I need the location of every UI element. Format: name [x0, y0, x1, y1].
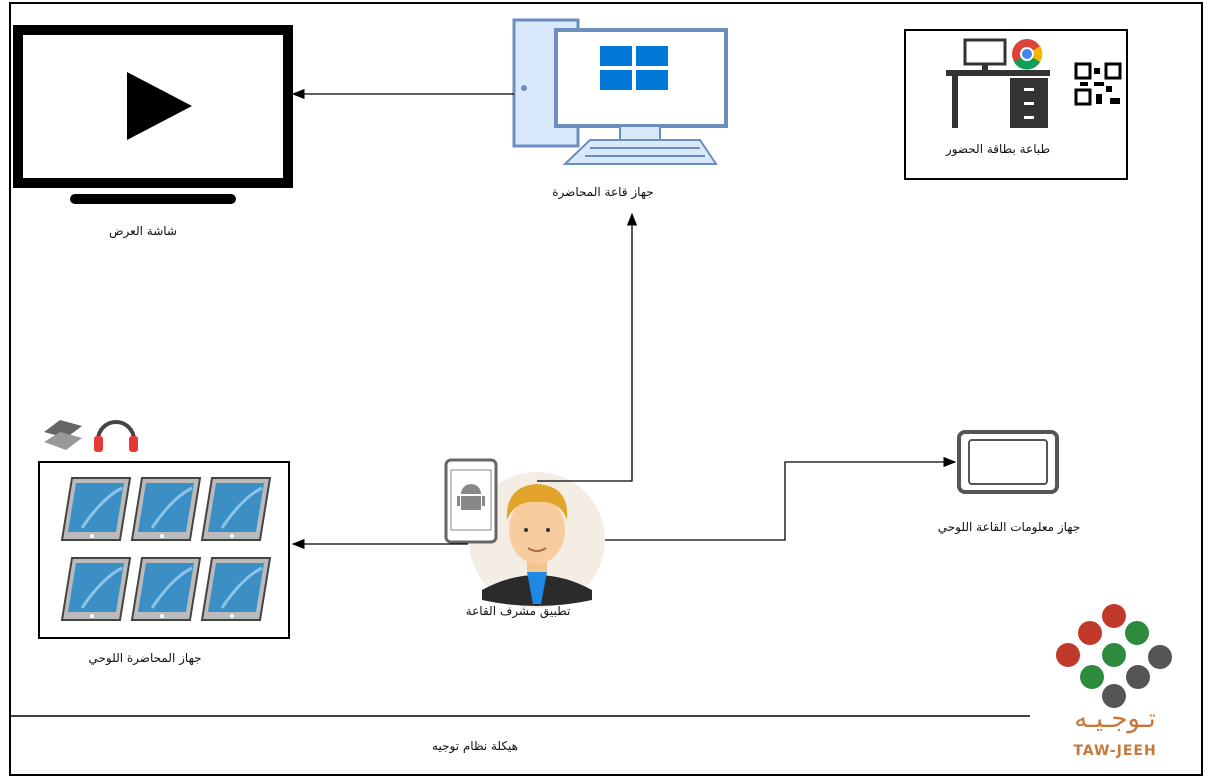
android-phone-icon	[444, 458, 498, 544]
arrow-supervisor-to-room-tablet	[605, 456, 957, 541]
attendance-printing-label: طباعة بطاقة الحضور	[945, 142, 1051, 156]
logo-dot	[1148, 645, 1172, 669]
logo-dot	[1102, 684, 1126, 708]
supervisor-app-label: تطبيق مشرف القاعة	[465, 604, 571, 618]
logo-dot	[1102, 643, 1126, 667]
tawjeeh-logo-icon	[1056, 604, 1172, 708]
headphones-icon	[94, 420, 138, 452]
logo-dot	[1126, 665, 1150, 689]
tablet-accessories-icon	[44, 420, 82, 450]
tablet-icon	[130, 557, 202, 621]
outer-frame	[9, 2, 1203, 776]
attendance-printing-box	[904, 29, 1128, 180]
logo-arabic-text: تـوجـيـه	[1074, 704, 1156, 734]
arrow-supervisor-to-pc	[537, 212, 638, 482]
logo-dot	[1080, 665, 1104, 689]
classroom-pc-icon	[512, 18, 728, 165]
tablet-icon	[60, 557, 132, 621]
logo-english-text: TAW-JEEH	[1073, 743, 1157, 759]
logo-dot	[1102, 604, 1126, 628]
logo-dot	[1078, 621, 1102, 645]
display-screen-label: شاشة العرض	[109, 224, 177, 238]
logo-dot	[1125, 621, 1149, 645]
room-info-tablet-icon	[957, 430, 1059, 494]
room-info-tablet-label: جهاز معلومات القاعة اللوحي	[937, 520, 1081, 534]
system-architecture-label: هيكلة نظام توجيه	[432, 739, 518, 753]
logo-dot	[1056, 643, 1080, 667]
tablet-icon	[200, 557, 272, 621]
lecturer-tablets-group	[38, 420, 290, 639]
tablet-icon	[130, 477, 202, 541]
tablet-icon	[60, 477, 132, 541]
classroom-pc-label: جهاز قاعة المحاضرة	[552, 185, 654, 199]
tablet-icon	[200, 477, 272, 541]
display-screen-icon	[13, 25, 293, 204]
lecturer-tablet-label: جهاز المحاضرة اللوحي	[88, 651, 202, 665]
supervisor-avatar-icon	[469, 472, 605, 608]
